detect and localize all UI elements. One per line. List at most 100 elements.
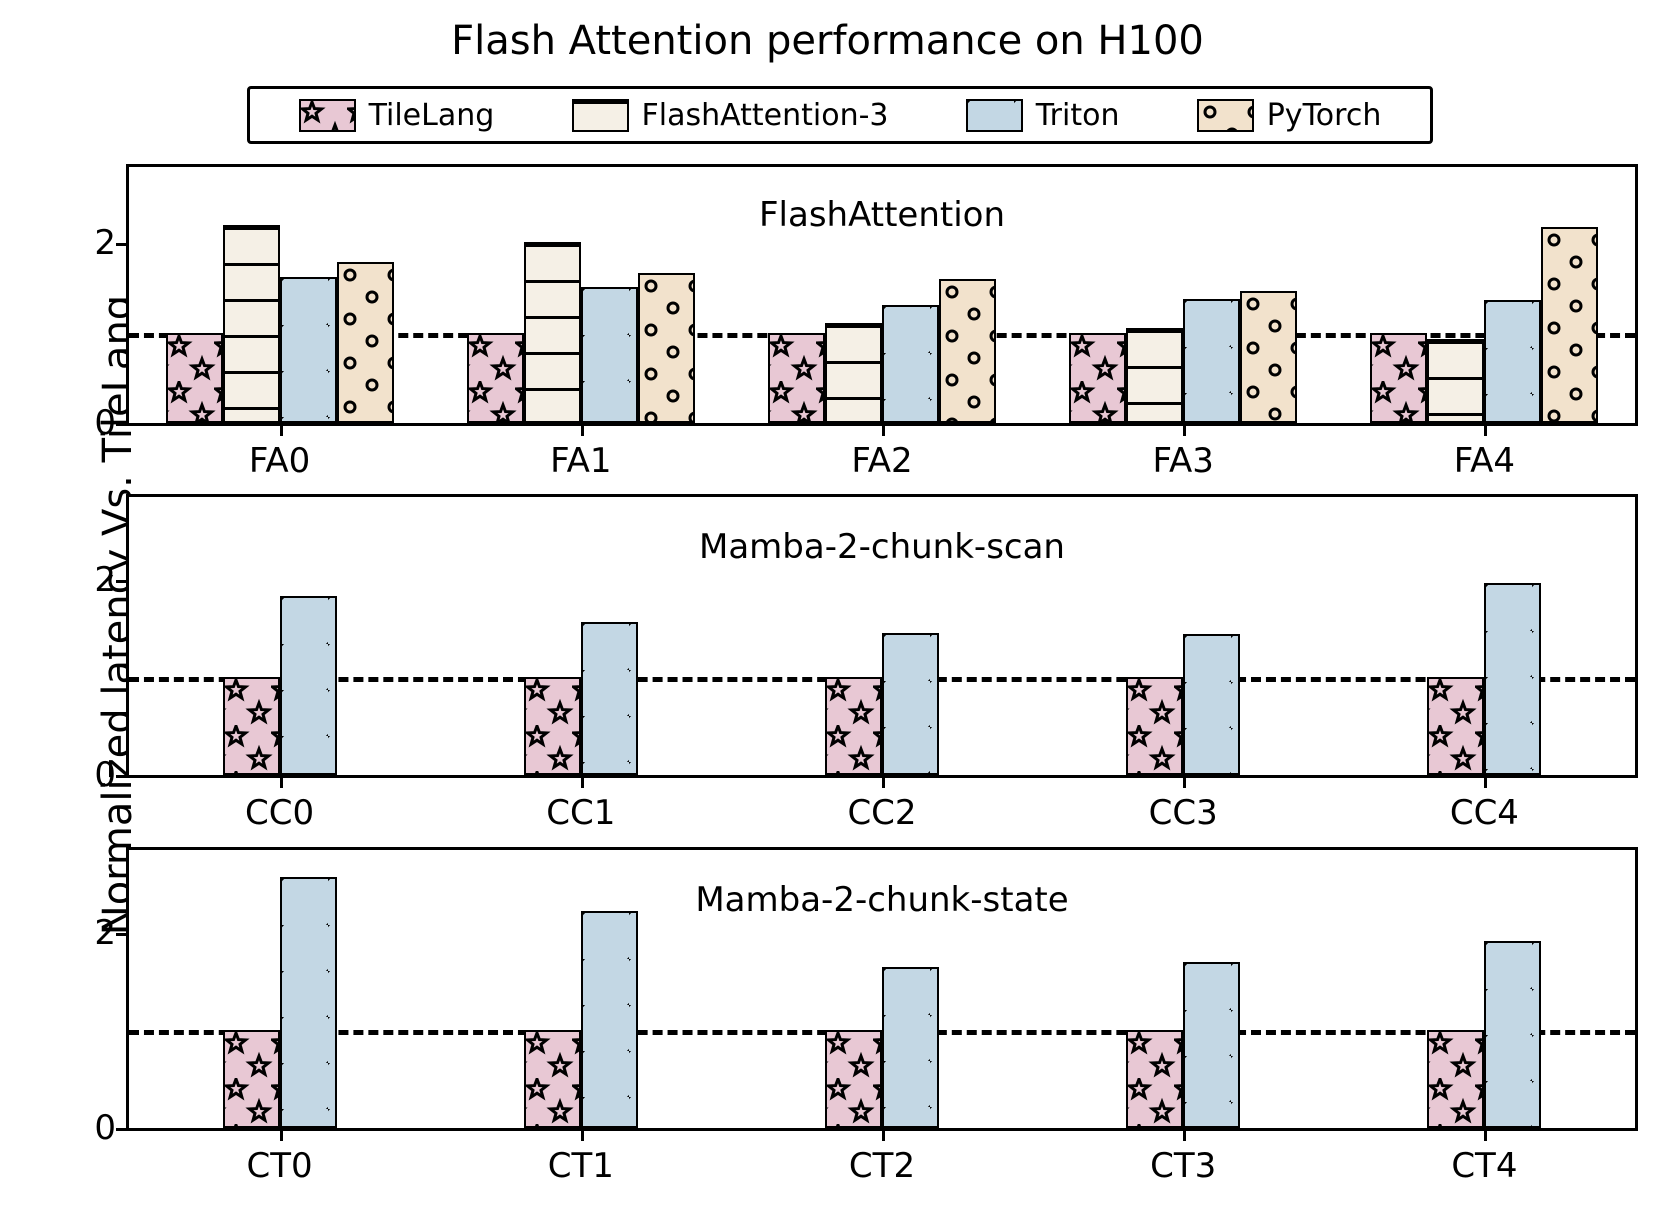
bar-cc0-tilelang <box>222 677 280 775</box>
figure-title: Flash Attention performance on H100 <box>451 18 1204 64</box>
y-tick-label: 2 <box>94 223 116 264</box>
x-tick-label-cc0: CC0 <box>245 793 315 833</box>
bar-fa2-pytorch <box>939 279 996 423</box>
bar-fa0-pytorch <box>336 262 394 423</box>
bar-fa1-triton <box>580 287 638 423</box>
x-tick-mark <box>1183 775 1187 788</box>
bar-cc4-triton <box>1484 582 1542 775</box>
x-tick-label-fa0: FA0 <box>248 441 311 481</box>
bar-fa4-pytorch <box>1541 227 1599 423</box>
legend-label: Triton <box>1035 97 1120 133</box>
legend-label: TileLang <box>368 97 495 133</box>
x-tick-label-ct4: CT4 <box>1451 1146 1518 1186</box>
y-tick-label: 2 <box>94 912 116 953</box>
legend-label: FlashAttention-3 <box>641 97 889 133</box>
bar-cc2-tilelang <box>825 677 882 775</box>
bar-fa3-pytorch <box>1240 290 1298 423</box>
legend-item-pytorch[interactable]: PyTorch <box>1196 97 1382 133</box>
x-tick-mark <box>279 423 283 436</box>
x-tick-label-ct2: CT2 <box>848 1146 916 1186</box>
bar-ct1-triton <box>580 911 638 1128</box>
bar-cc1-triton <box>580 621 638 775</box>
y-tick-label: 2 <box>94 559 116 600</box>
x-tick-mark <box>1484 775 1488 788</box>
legend-swatch-dots-icon <box>1196 98 1254 132</box>
bar-fa0-tilelang <box>165 333 223 423</box>
x-tick-label-fa2: FA2 <box>851 441 913 481</box>
bar-fa0-triton <box>279 277 337 423</box>
bar-fa1-tilelang <box>466 333 524 423</box>
legend-swatch-horizontal-icon <box>571 98 629 132</box>
bar-fa0-flashattention-3 <box>222 225 280 423</box>
x-tick-mark <box>882 775 885 788</box>
legend-item-flashattention-3[interactable]: FlashAttention-3 <box>571 97 889 133</box>
x-tick-mark <box>882 423 885 436</box>
x-tick-mark <box>279 1128 283 1141</box>
x-tick-mark <box>882 1128 885 1141</box>
bar-cc3-tilelang <box>1126 677 1184 775</box>
x-tick-label-cc4: CC4 <box>1449 793 1519 833</box>
bar-ct0-tilelang <box>222 1030 280 1128</box>
y-tick-mark <box>116 932 129 936</box>
bar-ct3-triton <box>1183 962 1241 1128</box>
legend-label: PyTorch <box>1266 97 1382 133</box>
subplot-title: Mamba-2-chunk-state <box>695 880 1069 920</box>
bar-ct1-tilelang <box>523 1030 581 1128</box>
bar-fa4-triton <box>1484 299 1542 423</box>
bar-cc0-triton <box>279 596 337 775</box>
bar-fa1-flashattention-3 <box>523 242 581 423</box>
x-tick-label-cc2: CC2 <box>847 793 917 833</box>
subplot-title: FlashAttention <box>758 195 1006 235</box>
bar-fa3-tilelang <box>1069 333 1127 423</box>
bar-ct4-triton <box>1484 940 1542 1128</box>
bar-fa2-triton <box>882 305 939 423</box>
x-tick-label-ct3: CT3 <box>1150 1146 1217 1186</box>
bar-fa4-flashattention-3 <box>1427 338 1485 423</box>
x-tick-mark <box>279 775 283 788</box>
bar-cc2-triton <box>882 632 939 775</box>
x-tick-label-ct0: CT0 <box>246 1146 313 1186</box>
y-tick-mark <box>116 423 129 426</box>
legend-swatch-stars-icon <box>298 98 356 132</box>
bar-cc3-triton <box>1183 633 1241 775</box>
x-tick-label-fa4: FA4 <box>1453 441 1516 481</box>
x-tick-mark <box>580 775 584 788</box>
bar-fa2-tilelang <box>768 333 825 423</box>
bar-ct0-triton <box>279 877 337 1128</box>
x-tick-mark <box>1183 423 1187 436</box>
x-tick-label-fa1: FA1 <box>550 441 612 481</box>
bar-ct2-tilelang <box>825 1030 882 1128</box>
y-tick-label: 0 <box>94 755 116 795</box>
y-tick-label: 0 <box>94 1108 116 1148</box>
bar-fa1-pytorch <box>637 272 695 423</box>
chart-legend: TileLang FlashAttention-3 Triton PyTorch <box>247 86 1433 144</box>
bar-fa2-flashattention-3 <box>825 323 882 423</box>
x-tick-label-cc3: CC3 <box>1148 793 1218 833</box>
y-tick-label: 0 <box>94 403 116 443</box>
bar-fa4-tilelang <box>1370 333 1428 423</box>
x-tick-label-fa3: FA3 <box>1152 441 1214 481</box>
bar-cc4-tilelang <box>1427 677 1485 775</box>
x-tick-mark <box>1484 1128 1488 1141</box>
bar-ct2-triton <box>882 967 939 1128</box>
legend-item-triton[interactable]: Triton <box>965 97 1120 133</box>
y-tick-mark <box>116 579 129 583</box>
x-tick-label-ct1: CT1 <box>547 1146 614 1186</box>
legend-swatch-diagonal-icon <box>965 98 1023 132</box>
bar-fa3-flashattention-3 <box>1126 327 1184 423</box>
y-tick-mark <box>116 243 129 247</box>
x-tick-mark <box>580 1128 584 1141</box>
bar-fa3-triton <box>1183 299 1241 423</box>
y-tick-mark <box>116 775 129 778</box>
x-tick-mark <box>580 423 584 436</box>
y-tick-mark <box>116 1128 129 1131</box>
legend-item-tilelang[interactable]: TileLang <box>298 97 495 133</box>
x-tick-mark <box>1183 1128 1187 1141</box>
bar-cc1-tilelang <box>523 677 581 775</box>
x-tick-label-cc1: CC1 <box>546 793 616 833</box>
x-tick-mark <box>1484 423 1488 436</box>
bar-ct4-tilelang <box>1427 1030 1485 1128</box>
